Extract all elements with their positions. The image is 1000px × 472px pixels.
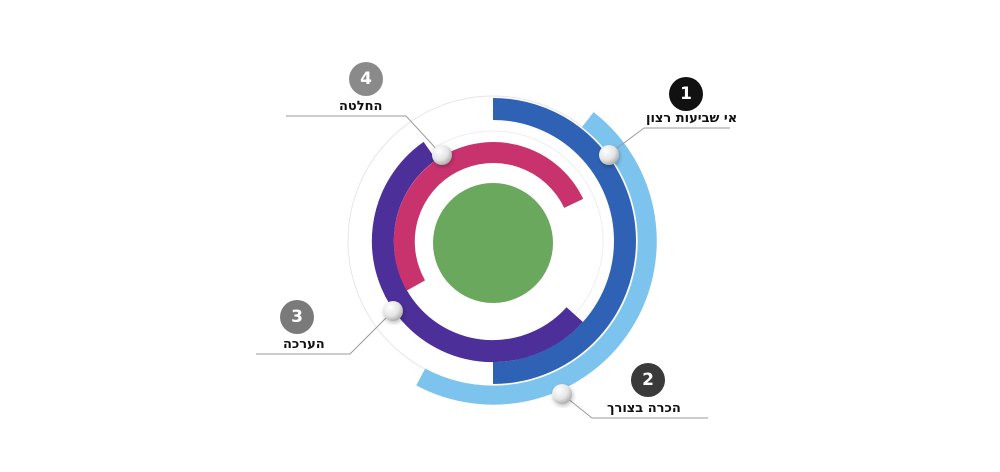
arc-light-blue bbox=[416, 112, 657, 405]
step-number-badge-3: 3 bbox=[280, 300, 314, 334]
step-number-badge-4: 4 bbox=[349, 62, 383, 96]
step-label-1: אי שביעות רצון bbox=[646, 111, 738, 126]
step-number-badge-1: 1 bbox=[669, 77, 703, 111]
step-label-2: הכרה בצורך bbox=[607, 401, 681, 416]
step-label-3: הערכה bbox=[283, 337, 325, 352]
knob-3 bbox=[383, 301, 403, 321]
arc-purple bbox=[371, 141, 583, 363]
step-number-badge-2: 2 bbox=[631, 363, 665, 397]
leader-line-4 bbox=[286, 115, 442, 155]
leader-line-3 bbox=[256, 310, 394, 355]
arc-magenta bbox=[393, 142, 584, 291]
knob-4 bbox=[432, 145, 452, 165]
leader-line-2 bbox=[561, 393, 708, 419]
arc-dark-blue bbox=[492, 98, 636, 384]
knob-1 bbox=[599, 145, 619, 165]
center-circle bbox=[433, 183, 553, 303]
step-label-4: החלטה bbox=[339, 99, 383, 114]
leader-line-1 bbox=[608, 127, 730, 155]
knob-2 bbox=[552, 384, 572, 404]
